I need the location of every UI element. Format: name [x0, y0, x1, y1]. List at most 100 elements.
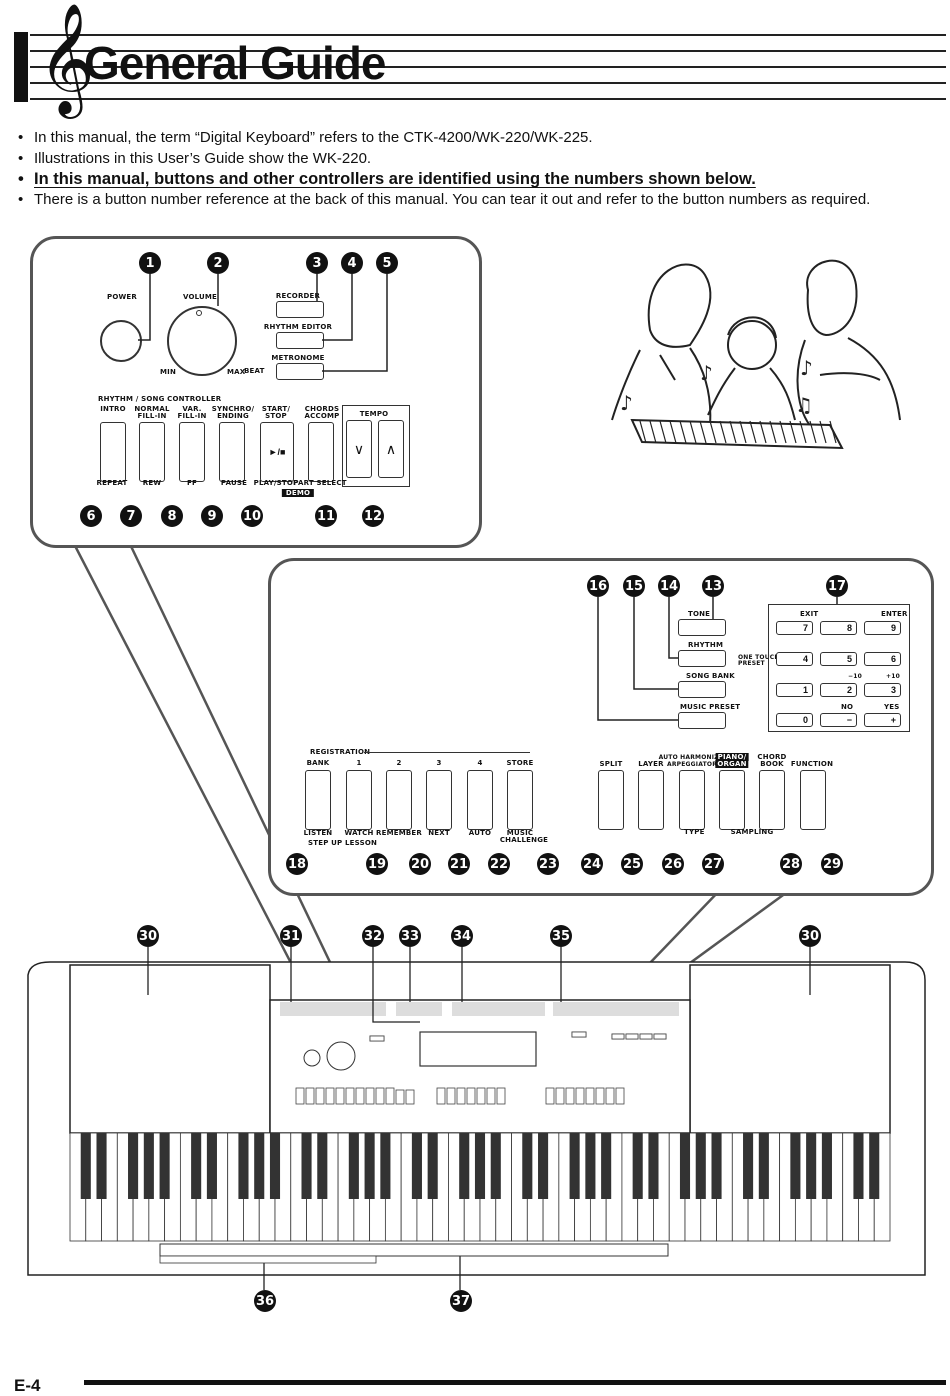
black-key[interactable]	[821, 1133, 832, 1199]
recorder-button[interactable]	[276, 301, 324, 318]
keypad-6[interactable]: 6	[864, 652, 901, 666]
black-key[interactable]	[191, 1133, 202, 1199]
music-preset-button[interactable]	[678, 712, 726, 729]
rhythm-button[interactable]	[678, 650, 726, 667]
black-key[interactable]	[585, 1133, 596, 1199]
keypad-plus[interactable]: +	[864, 713, 901, 727]
power-button[interactable]	[100, 320, 142, 362]
illustration-key-divider	[749, 420, 757, 444]
keypad-8[interactable]: 8	[820, 621, 857, 635]
var-label: VAR.	[182, 405, 202, 413]
variation-fill-in-button[interactable]	[179, 422, 205, 482]
black-key[interactable]	[459, 1133, 470, 1199]
tempo-down-button[interactable]: ∨	[346, 420, 372, 478]
black-key[interactable]	[490, 1133, 501, 1199]
callout-number-10: 10	[241, 505, 263, 527]
repeat-label: REPEAT	[96, 479, 128, 487]
callout-number-31: 31	[280, 925, 302, 947]
volume-knob[interactable]	[167, 306, 237, 376]
start-stop-button[interactable]: ►/■	[260, 422, 294, 482]
black-key[interactable]	[869, 1133, 880, 1199]
black-key[interactable]	[206, 1133, 217, 1199]
black-key[interactable]	[522, 1133, 533, 1199]
keypad-1[interactable]: 1	[776, 683, 813, 697]
black-key[interactable]	[601, 1133, 612, 1199]
black-key[interactable]	[538, 1133, 549, 1199]
registration-4-button[interactable]	[467, 770, 493, 830]
registration-1-button[interactable]	[346, 770, 372, 830]
black-key[interactable]	[238, 1133, 249, 1199]
body-mini-button	[611, 1033, 625, 1040]
footer-line	[84, 1380, 946, 1385]
black-key[interactable]	[474, 1133, 486, 1199]
song-bank-button[interactable]	[678, 681, 726, 698]
synchro-ending-button[interactable]	[219, 422, 245, 482]
chord-book-button[interactable]	[759, 770, 785, 830]
svg-text:♪: ♪	[700, 361, 713, 385]
black-key[interactable]	[632, 1133, 643, 1199]
black-key[interactable]	[269, 1133, 281, 1199]
black-key[interactable]	[648, 1133, 659, 1199]
body-mini-button	[486, 1087, 496, 1105]
svg-text:♪: ♪	[620, 391, 633, 415]
auto-harmonize-button[interactable]	[679, 770, 705, 830]
black-key[interactable]	[411, 1133, 422, 1199]
black-key[interactable]	[806, 1133, 817, 1199]
registration-2-button[interactable]	[386, 770, 412, 830]
black-key[interactable]	[143, 1133, 154, 1199]
keypad-minus[interactable]: −	[820, 713, 857, 727]
function-button[interactable]	[800, 770, 826, 830]
bank-button[interactable]	[305, 770, 331, 830]
black-key[interactable]	[380, 1133, 391, 1199]
black-key[interactable]	[80, 1133, 91, 1199]
illustration-key-divider	[639, 420, 647, 444]
black-key[interactable]	[711, 1133, 722, 1199]
illustration-key-divider	[769, 420, 777, 444]
tone-button[interactable]	[678, 619, 726, 636]
black-key[interactable]	[679, 1133, 691, 1199]
black-key[interactable]	[853, 1133, 864, 1199]
power-label: POWER	[107, 293, 137, 301]
body-mini-button	[555, 1087, 565, 1105]
tempo-label: TEMPO	[359, 410, 389, 418]
black-key[interactable]	[128, 1133, 139, 1199]
black-key[interactable]	[569, 1133, 580, 1199]
tempo-up-button[interactable]: ∧	[378, 420, 404, 478]
black-key[interactable]	[96, 1133, 107, 1199]
body-mini-button	[295, 1087, 305, 1105]
volume-indicator	[196, 310, 202, 316]
split-button[interactable]	[598, 770, 624, 830]
black-key[interactable]	[790, 1133, 801, 1199]
black-key[interactable]	[695, 1133, 706, 1199]
keypad-9[interactable]: 9	[864, 621, 901, 635]
black-key[interactable]	[364, 1133, 375, 1199]
normal-fillin-label: FILL-IN	[137, 412, 167, 420]
black-key[interactable]	[427, 1133, 438, 1199]
keypad-0[interactable]: 0	[776, 713, 813, 727]
normal-fill-in-button[interactable]	[139, 422, 165, 482]
keypad-7[interactable]: 7	[776, 621, 813, 635]
intro-button[interactable]	[100, 422, 126, 482]
black-key[interactable]	[159, 1133, 170, 1199]
black-key[interactable]	[301, 1133, 312, 1199]
body-mini-button	[325, 1087, 335, 1105]
keypad-4[interactable]: 4	[776, 652, 813, 666]
keypad-2[interactable]: 2	[820, 683, 857, 697]
black-key[interactable]	[758, 1133, 769, 1199]
black-key[interactable]	[743, 1133, 754, 1199]
keypad-3[interactable]: 3	[864, 683, 901, 697]
black-key[interactable]	[317, 1133, 328, 1199]
black-key[interactable]	[348, 1133, 359, 1199]
ending-label: ENDING	[217, 412, 249, 420]
registration-3-button[interactable]	[426, 770, 452, 830]
callout-number-25: 25	[621, 853, 643, 875]
layer-button[interactable]	[638, 770, 664, 830]
accomp-button[interactable]	[308, 422, 334, 482]
piano-organ-button[interactable]	[719, 770, 745, 830]
play-stop-label: PLAY/STOP	[253, 479, 299, 487]
black-key[interactable]	[254, 1133, 265, 1199]
keypad-5[interactable]: 5	[820, 652, 857, 666]
illustration-key-divider	[669, 420, 677, 444]
store-button[interactable]	[507, 770, 533, 830]
